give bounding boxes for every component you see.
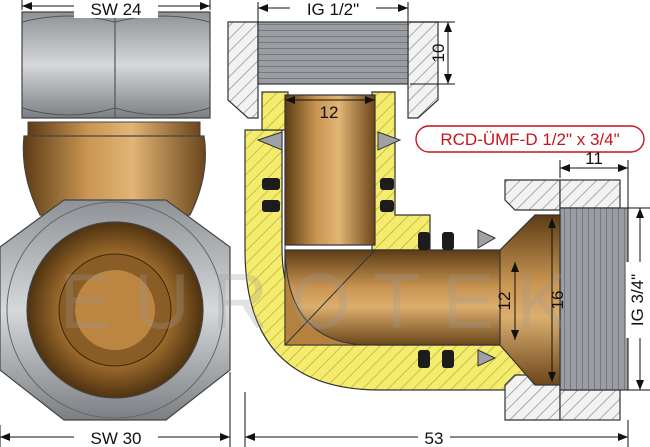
right-nut-section-top (504, 179, 561, 211)
label-bg (418, 427, 450, 447)
arrow-head (285, 96, 295, 104)
hex-chamfer (21, 15, 211, 23)
right-nut-section-top-outer (559, 179, 621, 209)
elbow-corner (284, 244, 371, 346)
miter-line (284, 249, 376, 346)
arrow-head (636, 380, 644, 390)
label-bg (74, 427, 158, 447)
hex-chamfer-circle (6, 201, 224, 419)
arrow-head (444, 74, 452, 84)
arrow-head (511, 330, 519, 340)
arrow-head (22, 2, 32, 10)
hex-chamfer (21, 107, 211, 116)
o-ring (442, 232, 454, 250)
cutting-ring (477, 349, 497, 367)
dim-ig-top: IG 1/2" (307, 0, 359, 19)
arrow-head (0, 433, 10, 441)
top-nut-section-right (407, 21, 439, 119)
o-ring (262, 178, 280, 190)
label-bg (74, 0, 158, 18)
label-bg (290, 0, 376, 18)
body-collar-left (261, 91, 289, 131)
dim-sw-top: SW 24 (90, 0, 141, 19)
top-nut-section-left (227, 21, 259, 119)
cutting-ring (377, 131, 402, 151)
end-view: SW 24 SW 30 (0, 0, 231, 447)
dim-thread-depth-right: 11 (585, 149, 603, 168)
dimensions: IG 1/2" 10 12 RCD-ÜMF-D 1/2" x 3/4" 11 1… (244, 0, 650, 447)
arrow-head (618, 433, 628, 441)
dim-ig-right: IG 3/4" (628, 274, 647, 326)
arrow-head (398, 4, 408, 12)
arrow-head (258, 4, 268, 12)
cutting-ring (256, 131, 283, 151)
arrow-head (444, 22, 452, 32)
vertical-tube (284, 94, 376, 246)
watermark: EUROTEK (59, 257, 590, 345)
cutting-ring (477, 229, 497, 249)
o-ring (262, 200, 280, 212)
brass-neck (27, 121, 201, 137)
arrow-head (636, 208, 644, 218)
dim-bore-horizontal: 12 (495, 292, 514, 311)
inner-bore-highlight (75, 270, 155, 350)
arrow-head (560, 164, 570, 172)
dim-bore-vertical: 12 (320, 103, 339, 122)
arrow-head (618, 164, 628, 172)
brass-body (22, 135, 206, 216)
arrow-head (548, 372, 556, 382)
o-ring (380, 178, 394, 190)
arrow-head (220, 433, 230, 441)
o-ring (442, 350, 454, 368)
arrow-head (365, 96, 375, 104)
product-label-pill (415, 125, 645, 153)
o-ring (418, 232, 430, 250)
top-internal-thread (257, 21, 409, 85)
right-internal-thread (559, 207, 629, 391)
right-connector (499, 214, 561, 386)
dim-sw-bottom: SW 30 (90, 429, 141, 447)
top-hex-nut (21, 11, 211, 119)
arrow-head (511, 262, 519, 272)
product-label: RCD-ÜMF-D 1/2" x 3/4" (440, 130, 619, 149)
section-view (227, 21, 629, 421)
arrow-head (548, 218, 556, 228)
dim-overall-length: 53 (425, 429, 444, 447)
right-nut-section-bottom-outer (559, 389, 621, 421)
dim-thread-depth-top: 10 (429, 44, 448, 63)
arrow-head (245, 433, 255, 441)
arrow-head (200, 2, 210, 10)
dim-pipe-od: 16 (548, 291, 567, 310)
o-ring (418, 350, 430, 368)
o-ring (380, 200, 394, 212)
label-bg (626, 262, 648, 338)
